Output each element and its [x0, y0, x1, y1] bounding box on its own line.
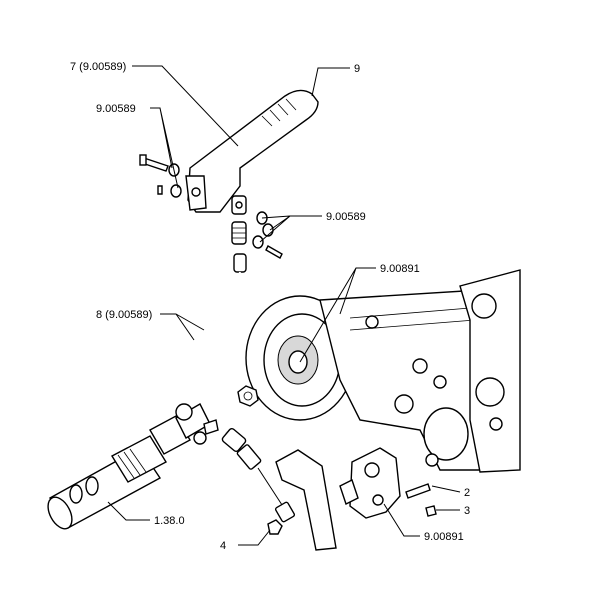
- label-washers-top: 9.00589: [96, 103, 136, 115]
- callout-labels: 7 (9.00589) 9 9.00589 9.00589 9.00891 8 …: [70, 61, 470, 552]
- label-brake-assembly-bottom: 9.00891: [424, 531, 464, 543]
- label-lever-assembly: 7 (9.00589): [70, 61, 126, 73]
- brake-housing: [237, 269, 521, 473]
- lever-bolt-and-washers: [139, 154, 182, 198]
- label-pin: 3: [464, 505, 470, 517]
- label-shaft: 1.38.0: [154, 515, 185, 527]
- label-nut: 4: [220, 540, 226, 552]
- leader-lines: [107, 65, 461, 546]
- label-bolt: 2: [464, 487, 470, 499]
- brake-cable: [192, 221, 296, 523]
- caliper-bracket: [267, 447, 437, 551]
- hand-brake-lever: [185, 89, 319, 215]
- label-handle: 9: [354, 63, 360, 75]
- label-brake-assembly-top: 9.00891: [380, 263, 420, 275]
- drive-shaft: [47, 403, 219, 530]
- label-cable: 8 (9.00589): [96, 309, 152, 321]
- label-washers-right: 9.00589: [326, 211, 366, 223]
